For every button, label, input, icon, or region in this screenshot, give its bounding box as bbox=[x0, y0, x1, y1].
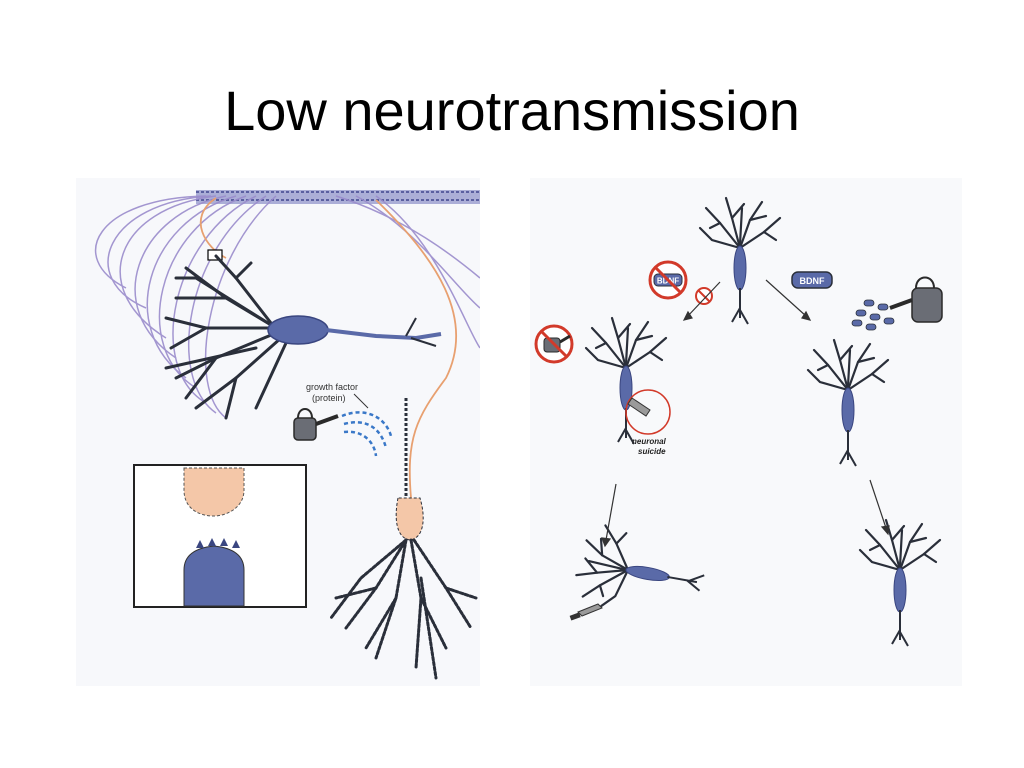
watering-can-icon bbox=[889, 276, 943, 323]
prohibited-bdnf-icon: BDNF bbox=[648, 260, 688, 300]
neuron-bottom-right bbox=[858, 518, 942, 648]
protein-label: (protein) bbox=[312, 393, 346, 403]
svg-text:BDNF: BDNF bbox=[800, 276, 825, 286]
svg-text:suicide: suicide bbox=[638, 447, 666, 456]
purple-fibers bbox=[95, 195, 480, 419]
label-pointer bbox=[353, 393, 369, 409]
synapse-inset bbox=[133, 464, 307, 608]
neuron-soma bbox=[267, 315, 329, 345]
svg-text:neuronal: neuronal bbox=[632, 437, 667, 446]
neuron-right-mid bbox=[806, 338, 890, 468]
right-illustration-panel: BDNF BDNF bbox=[530, 178, 962, 686]
growth-factor-drops bbox=[341, 411, 393, 457]
left-illustration-panel: growth factor (protein) bbox=[76, 178, 480, 686]
arrows bbox=[601, 279, 890, 548]
bdnf-badge: BDNF bbox=[791, 271, 833, 289]
page-title: Low neurotransmission bbox=[224, 79, 800, 142]
neuron-axon bbox=[325, 328, 442, 341]
growth-factor-label: growth factor bbox=[306, 382, 358, 392]
dendrite-tree bbox=[164, 254, 288, 420]
prohibited-watering-can-icon bbox=[534, 324, 574, 364]
neuron-top bbox=[698, 196, 782, 326]
small-prohibit-icon bbox=[695, 287, 713, 305]
watering-can-icon bbox=[293, 408, 339, 441]
postsynaptic-neuron bbox=[329, 398, 478, 680]
knife-icon bbox=[569, 603, 603, 621]
neuronal-suicide-marker: neuronal suicide bbox=[625, 389, 671, 456]
neuron-left-mid bbox=[584, 316, 668, 446]
bdnf-drops bbox=[851, 299, 895, 331]
synapse-illustration: growth factor (protein) bbox=[95, 190, 480, 680]
neuron-fate-diagram: BDNF BDNF bbox=[534, 196, 943, 648]
